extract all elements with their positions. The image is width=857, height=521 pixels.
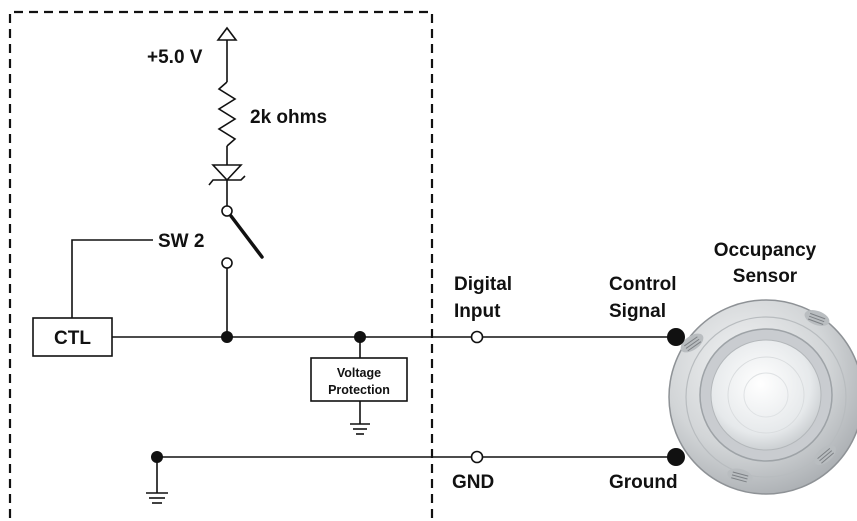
digital-input-label-line2: Input [454, 301, 501, 322]
switch-label: SW 2 [158, 231, 204, 252]
voltage-protection-label-line1: Voltage [337, 366, 381, 380]
sensor-vent [814, 445, 836, 465]
resistor-label: 2k ohms [250, 107, 327, 128]
sensor-vent [727, 468, 753, 484]
supply-symbol [216, 26, 238, 82]
zener-diode-symbol [208, 164, 246, 206]
ctl-label: CTL [54, 328, 91, 349]
voltage-protection-label-line2: Protection [328, 383, 390, 397]
supply-voltage-label: +5.0 V [147, 47, 203, 68]
control-signal-label-line1: Control [609, 274, 677, 295]
gnd-label: GND [452, 472, 494, 493]
sensor-vent [804, 310, 830, 326]
ground-terminal [667, 448, 685, 466]
voltage-protection-box [310, 357, 408, 402]
ctl-box [32, 317, 113, 357]
gnd-terminal [470, 450, 484, 464]
control-signal-label-line2: Signal [609, 301, 666, 322]
control-signal-terminal [667, 328, 685, 346]
resistor-symbol [217, 81, 237, 165]
switch-sw2 [221, 205, 264, 337]
ground-label: Ground [609, 472, 678, 493]
junction-dot [221, 331, 233, 343]
sensor-label-line1: Occupancy [714, 240, 817, 261]
ground-symbol [146, 492, 168, 504]
ground-symbol [350, 423, 370, 435]
digital-input-label-line1: Digital [454, 274, 512, 295]
sensor-label-line2: Sensor [733, 266, 798, 287]
digital-input-terminal [470, 330, 484, 344]
ctl-control-wire [71, 239, 153, 318]
occupancy-sensor-image [668, 299, 857, 495]
sensor-vent [680, 333, 704, 353]
